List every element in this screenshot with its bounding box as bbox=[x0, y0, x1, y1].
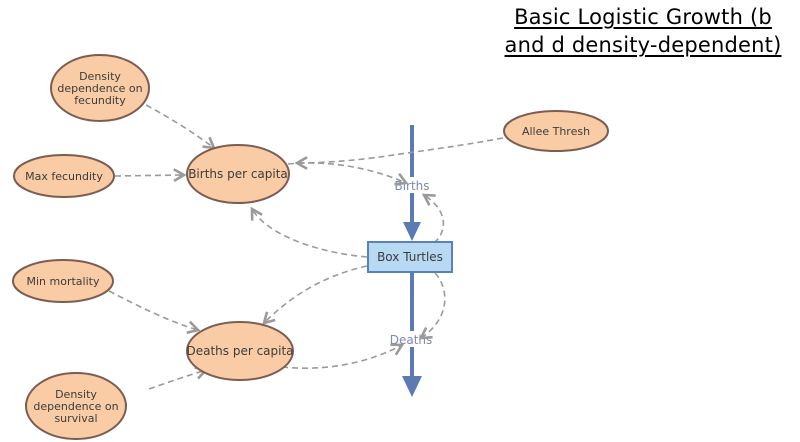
connector-boxturtles-to-deathspercapita[interactable] bbox=[264, 265, 368, 323]
converter-density-dependence-on-survival[interactable]: Density dependence on survival bbox=[25, 372, 127, 440]
converter-label-line: Allee Thresh bbox=[522, 125, 590, 138]
converter-density-dependence-on-fecundity[interactable]: Density dependence on fecundity bbox=[50, 54, 150, 122]
connector-deathspercapita-to-deathsflow[interactable] bbox=[281, 345, 402, 370]
converter-label-line: Deaths per capita bbox=[186, 344, 293, 358]
connector-boxturtles-to-birthsflow[interactable] bbox=[424, 195, 445, 244]
converter-births-per-capita[interactable]: Births per capita bbox=[186, 144, 290, 204]
connector-ddfecundity-to-birthspercapita[interactable] bbox=[145, 104, 214, 148]
stock-rect[interactable] bbox=[367, 241, 453, 273]
converter-label-line: survival bbox=[54, 412, 97, 425]
connector-birthspercapita-to-birthsflow[interactable] bbox=[287, 162, 406, 183]
converter-label-line: fecundity bbox=[74, 94, 126, 107]
converter-label-line: Min mortality bbox=[27, 275, 100, 288]
connector-boxturtles-to-birthspercapita[interactable] bbox=[252, 209, 368, 258]
converter-label-line: dependence on bbox=[57, 82, 142, 95]
connector-minmortality-to-deathspercapita[interactable] bbox=[108, 290, 198, 330]
diagram-title-line1: Basic Logistic Growth (b bbox=[514, 5, 772, 29]
births-flow-arrowhead-icon bbox=[403, 222, 421, 241]
connector-boxturtles-to-deathsflow[interactable] bbox=[421, 272, 446, 338]
converter-label-line: Density bbox=[79, 70, 121, 83]
converter-allee-thresh[interactable]: Allee Thresh bbox=[503, 110, 609, 152]
stock-box-turtles[interactable]: Box Turtles bbox=[367, 241, 453, 273]
deaths-flow[interactable] bbox=[402, 272, 422, 397]
deaths-flow-arrowhead-icon bbox=[402, 376, 422, 397]
diagram-title: Basic Logistic Growth (b and d density-d… bbox=[488, 3, 798, 59]
converter-label-line: Density bbox=[55, 388, 97, 401]
converter-deaths-per-capita[interactable]: Deaths per capita bbox=[186, 321, 294, 381]
converter-label-line: dependence on bbox=[33, 400, 118, 413]
converter-min-mortality[interactable]: Min mortality bbox=[12, 259, 114, 303]
stock-label: Box Turtles bbox=[377, 250, 443, 264]
converter-label-line: Max fecundity bbox=[25, 170, 103, 183]
converter-label-line: Births per capita bbox=[188, 167, 288, 181]
connector-alleethresh-to-birthspercapita[interactable] bbox=[297, 137, 504, 163]
diagram-title-line2: and d density-dependent) bbox=[504, 33, 782, 57]
connector-maxfecundity-to-birthspercapita[interactable] bbox=[114, 175, 184, 176]
converter-max-fecundity[interactable]: Max fecundity bbox=[13, 154, 115, 198]
connector-ddsurvival-to-deathspercapita[interactable] bbox=[148, 370, 206, 390]
births-flow[interactable] bbox=[403, 125, 421, 241]
